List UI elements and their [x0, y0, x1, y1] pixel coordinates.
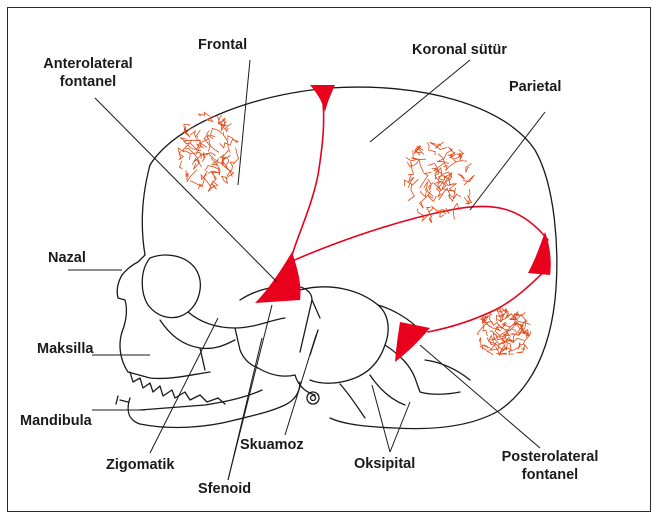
ossification-frontal	[178, 112, 239, 191]
forehead-outline	[122, 165, 150, 275]
ossification-parietal	[405, 142, 475, 223]
label-nazal: Nazal	[48, 249, 86, 267]
cranium-outline	[150, 87, 557, 429]
leader-koronal	[370, 60, 470, 142]
anterolateral-fontanel	[255, 252, 301, 303]
mandible-outline	[128, 382, 300, 427]
label-maksilla: Maksilla	[37, 340, 93, 358]
label-posterolateral-line2: fontanel	[485, 466, 615, 484]
orbit	[142, 255, 200, 318]
label-zigomatik: Zigomatik	[106, 456, 174, 474]
label-oksipital: Oksipital	[354, 455, 415, 473]
label-skuamoz: Skuamoz	[240, 436, 304, 454]
leader-frontal	[238, 60, 250, 185]
posterolateral-fontanel	[395, 322, 430, 362]
label-posterolateral-line1: Posterolateral	[485, 448, 615, 466]
leader-oksipital-2	[390, 402, 410, 452]
label-parietal: Parietal	[509, 78, 561, 96]
leader-parietal	[470, 112, 545, 210]
label-anterolateral-fontanel: Anterolateral fontanel	[26, 55, 150, 91]
leader-posterolateral	[420, 345, 540, 448]
label-posterolateral-fontanel: Posterolateral fontanel	[485, 448, 615, 484]
label-frontal: Frontal	[198, 36, 247, 54]
squamous-suture	[290, 206, 548, 262]
coronal-suture	[292, 95, 324, 255]
leader-anterolateral	[95, 98, 277, 282]
label-koronal-sutur: Koronal sütür	[412, 41, 507, 59]
zygomatic-arch	[188, 312, 285, 328]
label-mandibula: Mandibula	[20, 412, 92, 430]
label-sfenoid: Sfenoid	[198, 480, 251, 498]
label-anterolateral-line2: fontanel	[26, 73, 150, 91]
nasal-bone	[117, 275, 126, 332]
label-anterolateral-line1: Anterolateral	[26, 55, 150, 73]
